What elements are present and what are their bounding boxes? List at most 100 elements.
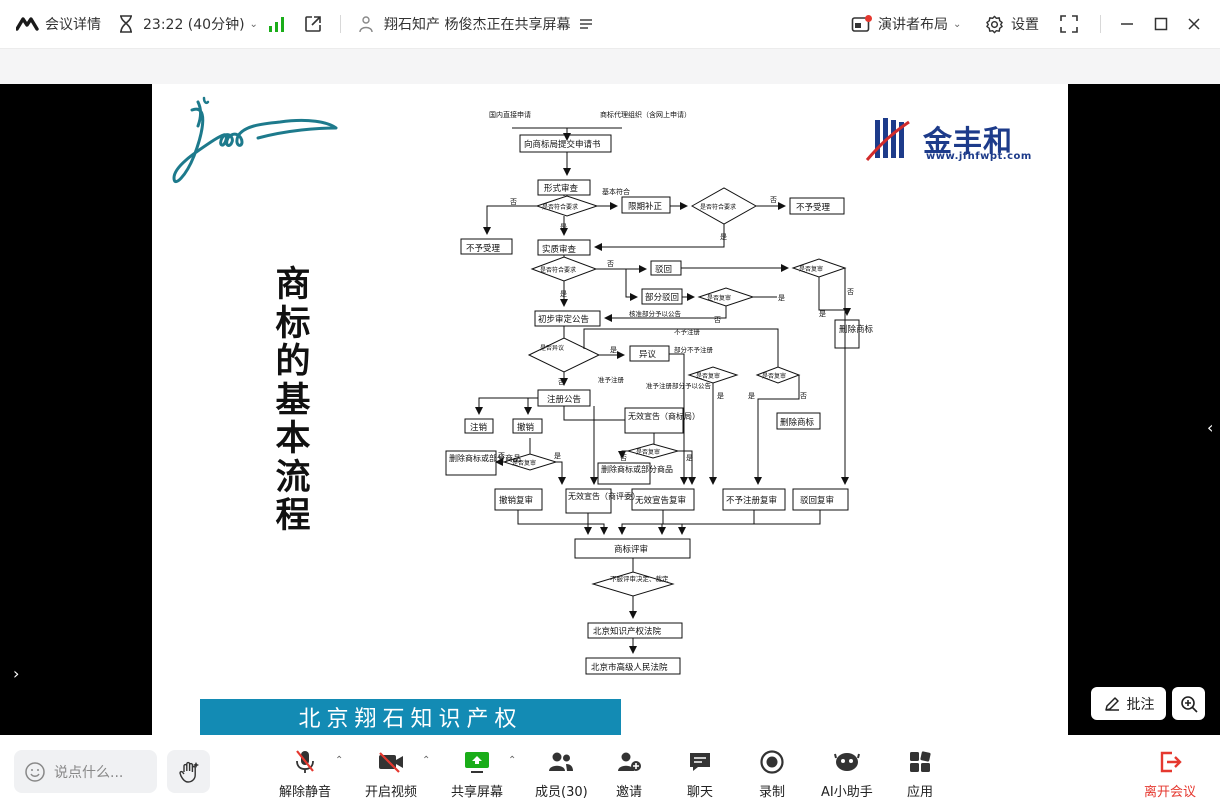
flow-label: 否	[498, 452, 505, 460]
emoji-icon[interactable]	[24, 761, 46, 783]
invite-icon	[618, 752, 641, 771]
sharing-status: 翔石知产 杨俊杰正在共享屏幕	[358, 0, 593, 48]
flow-label: 是否符合要求	[542, 203, 578, 211]
flow-node: 无效宣告（商标局）	[628, 411, 700, 421]
start-video-label: 开启视频	[365, 785, 418, 800]
flow-node: 北京市高级人民法院	[591, 662, 668, 673]
zoom-in-button[interactable]	[1172, 687, 1205, 720]
shared-screen: 商 标 的 基 本 流 程 金丰和 www.jfhfwpt.com	[0, 84, 1220, 735]
flow-node: 撤销	[517, 422, 535, 433]
raise-hand-icon	[178, 761, 199, 783]
ai-assistant-button[interactable]: AI小助手	[821, 749, 873, 800]
flow-label: 是	[748, 392, 755, 400]
flow-node: 向商标局提交申请书	[524, 139, 601, 150]
record-icon	[760, 750, 784, 774]
meeting-time[interactable]: 23:22 (40分钟) ⌄	[118, 0, 258, 48]
apps-icon	[910, 751, 931, 772]
flow-node: 不予注册复审	[726, 495, 777, 506]
flow-label: 商标代理组织（含网上申请）	[600, 110, 691, 119]
flow-node: 不予受理	[466, 243, 501, 254]
members-button[interactable]: 成员(30)	[535, 749, 588, 800]
apps-button[interactable]: 应用	[907, 749, 933, 800]
flow-label: 是	[554, 452, 561, 460]
meeting-details-button[interactable]: 会议详情	[16, 0, 101, 48]
close-icon[interactable]	[1187, 0, 1201, 48]
chat-input[interactable]: 说点什么...	[14, 750, 157, 793]
title-bar: 会议详情 23:22 (40分钟) ⌄ 翔石知产 杨俊杰正在共享屏幕	[0, 0, 1220, 48]
title-char: 商	[275, 264, 311, 305]
flow-label: 核准部分予以公告	[629, 309, 682, 318]
flow-label: 是否复审	[762, 372, 786, 380]
signature-logo	[172, 96, 338, 184]
flow-label: 是	[610, 346, 617, 354]
flow-label: 否	[714, 316, 721, 324]
record-button[interactable]: 录制	[759, 749, 785, 800]
chevron-up-icon[interactable]: ⌃	[422, 755, 431, 766]
flow-node: 不予受理	[796, 202, 831, 213]
leave-meeting-label: 离开会议	[1144, 785, 1197, 800]
flow-node: 撤销复审	[499, 495, 533, 506]
invite-button[interactable]: 邀请	[615, 749, 643, 800]
flow-label: 国内直接申请	[489, 110, 531, 119]
chevron-down-icon: ⌄	[249, 18, 258, 30]
gear-icon	[986, 15, 1003, 33]
settings-button[interactable]: 设置	[985, 0, 1039, 48]
fullscreen-icon[interactable]	[1060, 0, 1078, 48]
flow-node: 初步审定公告	[538, 314, 589, 325]
presenter-icon	[359, 16, 373, 33]
meeting-toolbar: 说点什么... 解除静音 ⌃ 开启视频 ⌃	[0, 735, 1220, 805]
flow-label: 不服评审决定、裁定	[610, 574, 669, 583]
flow-label: 否	[620, 454, 627, 462]
flow-node: 删除商标或部分商品	[601, 464, 673, 474]
meeting-time-label: 23:22 (40分钟)	[143, 17, 245, 33]
members-label: 成员(30)	[535, 785, 588, 800]
popout-icon[interactable]	[304, 0, 322, 48]
exit-icon	[1160, 751, 1182, 773]
zoom-in-icon	[1180, 695, 1198, 713]
raise-hand-button[interactable]	[167, 750, 210, 793]
flow-node: 删除商标	[839, 324, 874, 335]
menu-list-icon[interactable]	[579, 17, 593, 31]
flow-node: 形式审查	[544, 183, 579, 194]
flow-label: 是	[560, 290, 567, 298]
flow-node: 注册公告	[547, 394, 581, 405]
flow-node: 注销	[470, 422, 488, 433]
expand-left-icon[interactable]: ›	[13, 664, 20, 683]
flow-label: 基本符合	[602, 187, 630, 196]
chevron-up-icon[interactable]: ⌃	[335, 755, 344, 766]
network-signal-icon[interactable]	[268, 0, 286, 48]
presentation-slide: 商 标 的 基 本 流 程 金丰和 www.jfhfwpt.com	[152, 84, 1068, 735]
layout-label: 演讲者布局	[878, 17, 948, 33]
sub-toolbar	[0, 48, 1220, 84]
layout-button[interactable]: 演讲者布局 ⌄	[851, 0, 961, 48]
flow-label: 是否符合要求	[540, 266, 576, 274]
title-char: 基	[275, 379, 311, 421]
flow-label: 是否复审	[799, 265, 823, 273]
minimize-icon[interactable]	[1120, 0, 1134, 48]
title-char: 的	[275, 341, 311, 382]
share-screen-button[interactable]: 共享屏幕	[451, 749, 503, 800]
notification-dot	[865, 15, 872, 22]
flow-node: 驳回复审	[800, 495, 834, 506]
leave-meeting-button[interactable]: 离开会议	[1144, 749, 1196, 800]
chevron-up-icon[interactable]: ⌃	[508, 755, 517, 766]
flow-label: 是否复审	[636, 448, 660, 456]
chat-icon	[690, 753, 710, 771]
flow-label: 是否复审	[707, 294, 731, 302]
flow-node: 北京知识产权法院	[593, 626, 662, 637]
ai-assistant-icon	[833, 753, 860, 771]
company-logo-url: www.jfhfwpt.com	[926, 151, 1032, 162]
start-video-button[interactable]: 开启视频	[365, 749, 417, 800]
flow-label: 是	[819, 310, 826, 318]
title-char: 标	[275, 302, 311, 344]
flow-node: 异议	[639, 350, 657, 360]
chat-label: 聊天	[687, 785, 714, 800]
settings-label: 设置	[1011, 17, 1039, 33]
flow-label: 是否复审	[512, 459, 536, 467]
maximize-icon[interactable]	[1154, 0, 1168, 48]
unmute-button[interactable]: 解除静音	[279, 749, 331, 800]
annotate-button[interactable]: 批注	[1091, 687, 1166, 720]
flow-node: 实质审查	[542, 244, 577, 255]
collapse-right-icon[interactable]: ‹	[1207, 418, 1214, 437]
chat-button[interactable]: 聊天	[687, 749, 713, 800]
